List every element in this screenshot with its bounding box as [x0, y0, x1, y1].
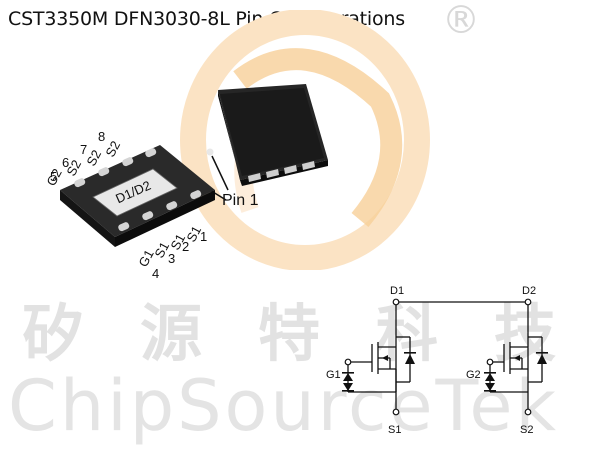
watermark-char: 特 — [258, 297, 321, 370]
package-top-view: D1/D2 5 6 7 8 G2 S2 S2 S2 S1 S1 S1 G1 1 … — [43, 129, 215, 281]
gate-diode-icon — [343, 373, 353, 381]
watermark-char: 源 — [140, 297, 203, 370]
pin-number: 7 — [80, 142, 87, 157]
pin-name: S2 — [83, 147, 104, 168]
gate-diode-icon — [485, 373, 495, 381]
d1-label: D1 — [390, 285, 404, 297]
pin1-dot — [206, 148, 214, 156]
pin1-label: Pin 1 — [222, 192, 259, 209]
pin-number: 8 — [98, 129, 105, 144]
pin-name: S1 — [151, 239, 172, 260]
pin-number: 2 — [182, 239, 189, 254]
g1-label: G1 — [326, 369, 341, 381]
d2-label: D2 — [522, 285, 536, 297]
package-bottom-view — [206, 84, 328, 191]
watermark-english: ChipSourceTek — [8, 365, 560, 447]
body-diode-icon — [537, 354, 547, 364]
registered-mark: ® — [442, 0, 480, 42]
pin-name: S1 — [167, 231, 188, 252]
watermark-chinese: 矽 源 特 科 技 — [0, 283, 600, 370]
pin1-pointer — [211, 155, 229, 191]
pin-number: 3 — [168, 251, 175, 266]
pin-number: 5 — [50, 169, 57, 184]
pin-number: 1 — [200, 229, 207, 244]
pin-name: G2 — [43, 166, 64, 188]
s2-label: S2 — [520, 424, 533, 436]
schematic-diagram: D1 D2 G1 G2 S1 S2 — [326, 285, 548, 436]
watermark-char: 矽 — [22, 297, 85, 370]
s1-label: S1 — [388, 424, 401, 436]
pin-name: S2 — [63, 157, 84, 178]
g2-label: G2 — [466, 369, 481, 381]
pin-name: S1 — [183, 223, 204, 244]
pin-name: G1 — [135, 247, 156, 269]
body-diode-icon — [405, 354, 415, 364]
pin-number: 4 — [152, 266, 159, 281]
pin-number: 6 — [62, 155, 69, 170]
pin-name: S2 — [102, 138, 123, 159]
